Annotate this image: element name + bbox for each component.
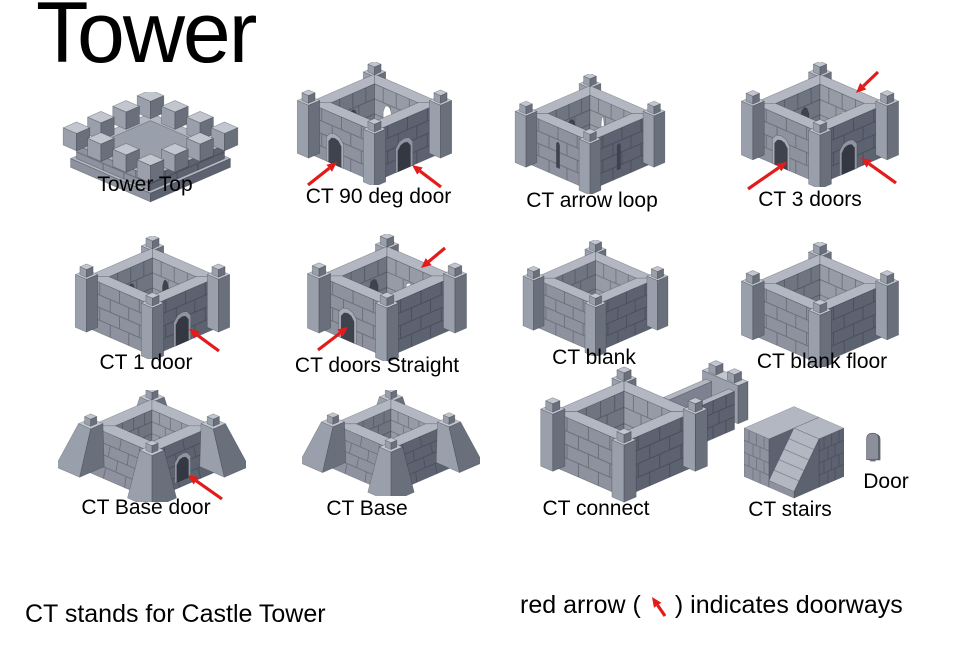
model-ct-doors-straight: [307, 234, 467, 361]
model-ct-connect: [540, 360, 749, 503]
footnote-ct-meaning: CT stands for Castle Tower: [25, 600, 326, 628]
label-ct-blank-floor: CT blank floor: [756, 350, 888, 373]
model-tower-top: [62, 92, 239, 203]
label-ct-1-door: CT 1 door: [99, 351, 193, 374]
legend-text-suffix: ) indicates doorways: [674, 590, 903, 619]
label-ct-doors-straight: CT doors Straight: [294, 354, 460, 377]
legend-red-arrow-icon: [651, 597, 667, 617]
label-ct-90-deg-door: CT 90 deg door: [305, 185, 452, 208]
model-ct-base-door: [58, 390, 246, 503]
legend-text-prefix: red arrow (: [520, 590, 641, 619]
page-title: Tower: [36, 0, 257, 81]
label-ct-connect: CT connect: [542, 497, 650, 520]
label-tower-top: Tower Top: [97, 173, 193, 196]
model-ct-base: [302, 390, 480, 497]
label-ct-base-door: CT Base door: [81, 496, 211, 519]
label-ct-arrow-loop: CT arrow loop: [526, 189, 658, 212]
label-ct-base: CT Base: [326, 497, 408, 520]
model-ct-stairs: [744, 406, 844, 499]
label-ct-stairs: CT stairs: [748, 498, 832, 521]
label-door: Door: [863, 470, 909, 493]
legend-doorway-arrows: red arrow ( ) indicates doorways: [520, 590, 903, 620]
model-ct-3-doors: [741, 62, 899, 188]
model-door: [866, 432, 881, 462]
model-ct-1-door: [74, 236, 231, 360]
model-ct-blank: [522, 240, 669, 356]
label-ct-blank: CT blank: [552, 346, 636, 369]
label-ct-3-doors: CT 3 doors: [758, 188, 862, 211]
model-ct-90-deg-door: [296, 62, 453, 186]
model-ct-arrow-loop: [514, 74, 666, 194]
model-ct-blank-floor: [741, 242, 899, 368]
